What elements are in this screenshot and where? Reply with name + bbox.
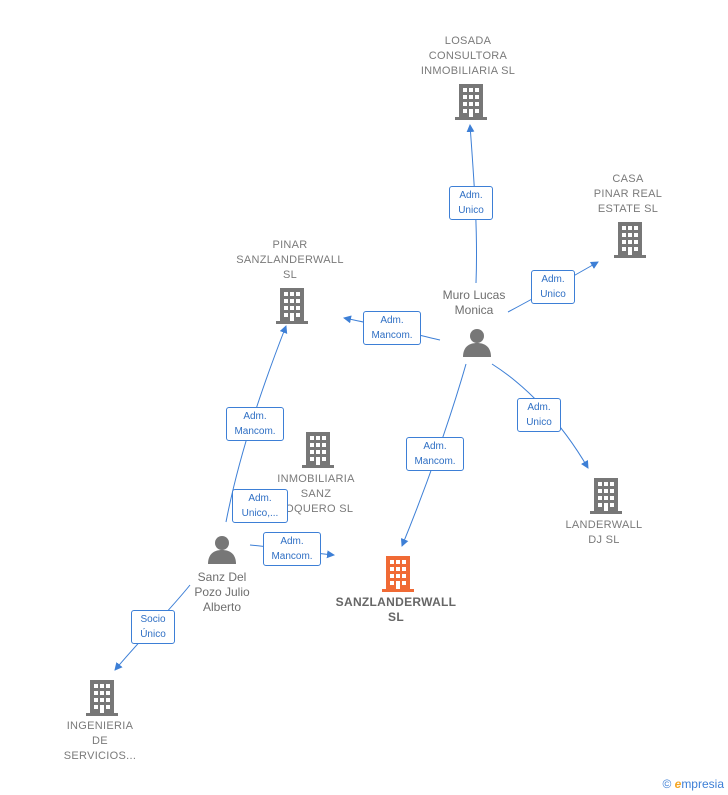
company-label-inmobiliaria-sanz[interactable]: INMOBILIARIA SANZ LOQUERO SL xyxy=(277,473,355,515)
company-label-losada[interactable]: LOSADA CONSULTORA INMOBILIARIA SL xyxy=(420,35,516,77)
edge-label-muro-casa[interactable]: Adm. Unico xyxy=(531,270,575,304)
edge-label-sanz-inmob[interactable]: Adm. Unico,... xyxy=(232,489,288,523)
copyright-icon: © xyxy=(662,777,672,791)
person-icon[interactable] xyxy=(462,327,492,362)
person-label-muro[interactable]: Muro Lucas Monica xyxy=(442,288,506,317)
brand-name: mpresia xyxy=(681,777,724,791)
company-label-casa-pinar[interactable]: CASA PINAR REAL ESTATE SL xyxy=(593,173,663,215)
person-icon[interactable] xyxy=(207,534,237,569)
company-label-ingenieria[interactable]: INGENIERIA DE SERVICIOS... xyxy=(63,720,137,762)
building-icon[interactable] xyxy=(302,432,334,473)
edge-label-sanz-main[interactable]: Adm. Mancom. xyxy=(263,532,321,566)
company-label-landerwall[interactable]: LANDERWALL DJ SL xyxy=(565,519,643,546)
building-main-icon[interactable] xyxy=(382,556,414,597)
edge-label-muro-pinar[interactable]: Adm. Mancom. xyxy=(363,311,421,345)
building-icon[interactable] xyxy=(276,288,308,329)
building-icon[interactable] xyxy=(86,680,118,721)
brand-logo-letter: e xyxy=(674,777,682,791)
company-label-pinar-sanz[interactable]: PINAR SANZLANDERWALL SL xyxy=(236,239,344,281)
company-label-sanzlanderwall[interactable]: SANZLANDERWALL SL xyxy=(335,595,457,624)
edge-label-muro-landerwall[interactable]: Adm. Unico xyxy=(517,398,561,432)
edge-label-sanz-ingenieria[interactable]: Socio Único xyxy=(131,610,175,644)
building-icon[interactable] xyxy=(614,222,646,263)
edge-label-muro-losada[interactable]: Adm. Unico xyxy=(449,186,493,220)
person-label-sanz[interactable]: Sanz Del Pozo Julio Alberto xyxy=(194,570,250,614)
edge-label-muro-main[interactable]: Adm. Mancom. xyxy=(406,437,464,471)
building-icon[interactable] xyxy=(590,478,622,519)
edge-label-sanz-pinar[interactable]: Adm. Mancom. xyxy=(226,407,284,441)
copyright-footer: © empresia xyxy=(662,777,724,791)
building-icon[interactable] xyxy=(455,84,487,125)
